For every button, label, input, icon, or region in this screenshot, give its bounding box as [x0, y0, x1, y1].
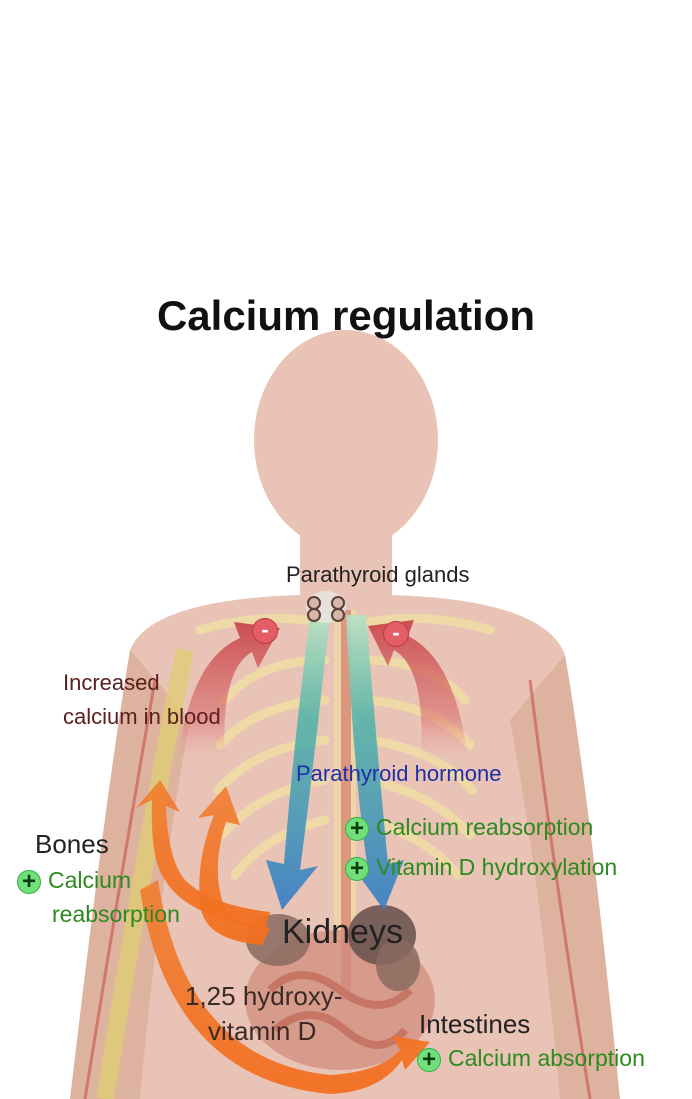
kidney-effect-2-text: Vitamin D hydroxylation: [376, 854, 617, 880]
intestines-effect-text: Calcium absorption: [448, 1045, 645, 1071]
stimulate-badge: +: [345, 817, 369, 841]
kidneys-label: Kidneys: [282, 913, 403, 952]
increased-calcium-label-line2: calcium in blood: [63, 704, 221, 729]
kidney-effect-1-text: Calcium reabsorption: [376, 814, 593, 840]
parathyroid-glands-label: Parathyroid glands: [286, 562, 469, 587]
intestines-label: Intestines: [419, 1010, 530, 1040]
diagram-title: Calcium regulation: [0, 292, 692, 340]
inhibit-badge-left: -: [252, 618, 278, 644]
inhibit-badge-right: -: [383, 621, 409, 647]
stimulate-badge: +: [17, 870, 41, 894]
parathyroid-hormone-label: Parathyroid hormone: [296, 761, 501, 786]
vitamin-d-label-line2: vitamin D: [208, 1017, 316, 1047]
stimulate-badge: +: [417, 1048, 441, 1072]
vitamin-d-label-line1: 1,25 hydroxy-: [185, 982, 343, 1012]
bones-effect-text-line1: Calcium: [48, 867, 131, 893]
kidney-effect-vitamin-d: + Vitamin D hydroxylation: [345, 854, 617, 881]
intestines-effect: + Calcium absorption: [417, 1045, 645, 1072]
parathyroid-glands-organ: [306, 591, 346, 623]
bones-effect-text-line2: reabsorption: [52, 901, 180, 927]
stimulate-badge: +: [345, 857, 369, 881]
increased-calcium-label-line1: Increased: [63, 670, 160, 695]
bones-effect: + Calcium: [17, 867, 131, 894]
bones-label: Bones: [35, 830, 109, 860]
kidney-effect-calcium-reabsorption: + Calcium reabsorption: [345, 814, 593, 841]
